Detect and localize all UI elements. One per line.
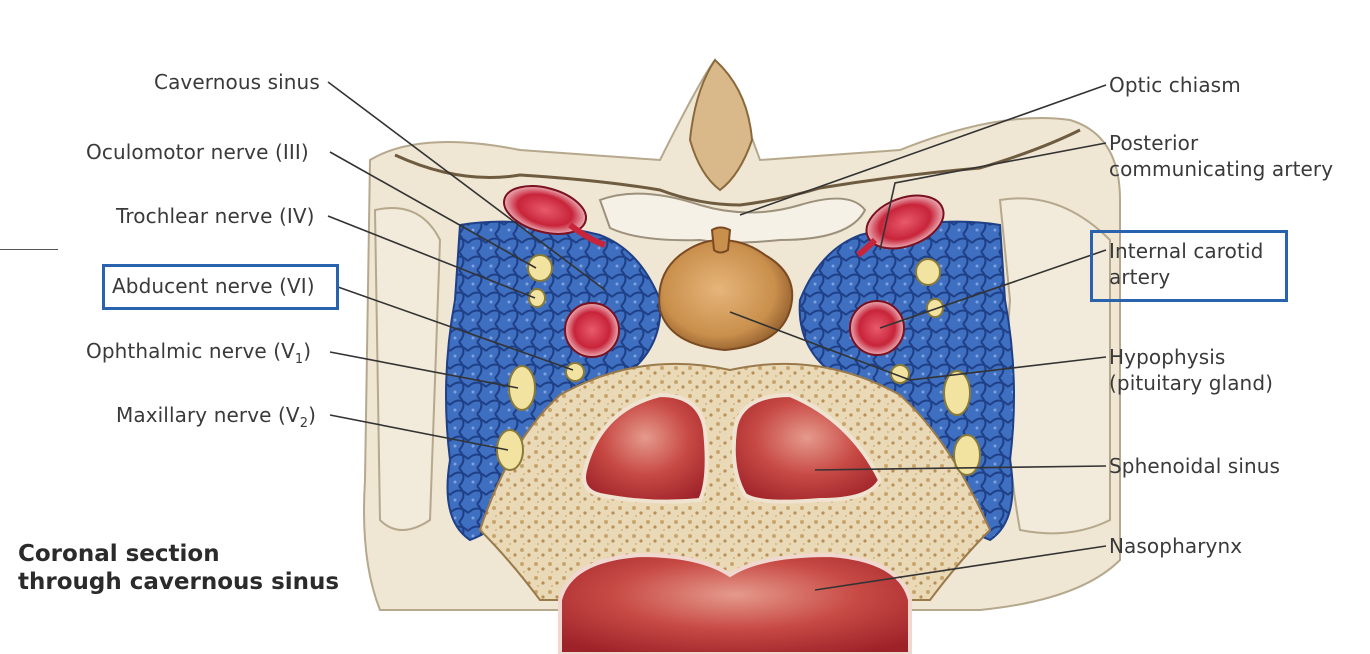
label-abducent-nerve: Abducent nerve (VI) [112, 274, 315, 298]
internal-carotid-artery-left [564, 302, 620, 358]
label-maxillary-nerve-end: ) [308, 403, 316, 427]
posterior-communicating-artery-left [503, 185, 607, 248]
label-posterior-communicating-artery: Posterior communicating artery [1109, 132, 1333, 180]
maxillary-nerve-right [953, 434, 981, 476]
label-maxillary-nerve-sub: 2 [299, 416, 309, 431]
abducent-nerve-highlight-box [102, 264, 339, 310]
label-internal-carotid-artery-line2: artery [1109, 265, 1171, 289]
leader-lines [327, 81, 1107, 591]
oculomotor-nerve-left [527, 254, 553, 282]
nerves [496, 254, 981, 476]
label-posterior-communicating-artery-line1: Posterior [1109, 131, 1199, 155]
label-ophthalmic-nerve-text: Ophthalmic nerve (V [86, 339, 295, 363]
label-sphenoidal-sinus: Sphenoidal sinus [1109, 454, 1281, 478]
abducent-nerve-left [565, 362, 585, 382]
label-nasopharynx: Nasopharynx [1109, 534, 1243, 558]
label-maxillary-nerve: Maxillary nerve (V2) [116, 403, 316, 431]
trochlear-nerve-left [528, 288, 546, 308]
label-internal-carotid-artery: Internal carotid artery [1109, 240, 1263, 288]
caption-line2: through cavernous sinus [18, 569, 340, 595]
label-cavernous-sinus: Cavernous sinus [154, 70, 320, 94]
label-optic-chiasm: Optic chiasm [1109, 73, 1241, 97]
oculomotor-nerve-right [915, 258, 941, 286]
optic-chiasm-shape [598, 192, 867, 244]
label-hypophysis-line1: Hypophysis [1109, 345, 1226, 369]
label-internal-carotid-artery-line1: Internal carotid [1109, 239, 1264, 263]
internal-carotid-artery-highlight-box [1090, 230, 1288, 302]
sphenoidal-sinus-right [731, 392, 883, 504]
ophthalmic-nerve-right [943, 370, 971, 416]
figure-caption: Coronal section through cavernous sinus [18, 540, 339, 596]
label-ophthalmic-nerve: Ophthalmic nerve (V1) [86, 339, 312, 367]
caption-line1: Coronal section [18, 541, 220, 567]
ophthalmic-nerve-left [508, 365, 536, 411]
internal-carotid-artery-right [849, 300, 905, 356]
label-ophthalmic-nerve-sub: 1 [294, 352, 304, 367]
sphenoidal-sinus-left [582, 392, 709, 504]
nasopharynx-shape [558, 552, 912, 654]
label-ophthalmic-nerve-end: ) [303, 339, 312, 363]
label-trochlear-nerve: Trochlear nerve (IV) [116, 204, 315, 228]
label-maxillary-nerve-text: Maxillary nerve (V [116, 403, 300, 427]
label-hypophysis: Hypophysis (pituitary gland) [1109, 346, 1273, 394]
edge-leader-stub [0, 249, 58, 250]
maxillary-nerve-left [496, 429, 524, 471]
posterior-communicating-artery-right [856, 194, 945, 258]
label-oculomotor-nerve: Oculomotor nerve (III) [86, 140, 309, 164]
label-hypophysis-line2: (pituitary gland) [1109, 371, 1274, 395]
label-posterior-communicating-artery-line2: communicating artery [1109, 157, 1334, 181]
trochlear-nerve-right [926, 298, 944, 318]
